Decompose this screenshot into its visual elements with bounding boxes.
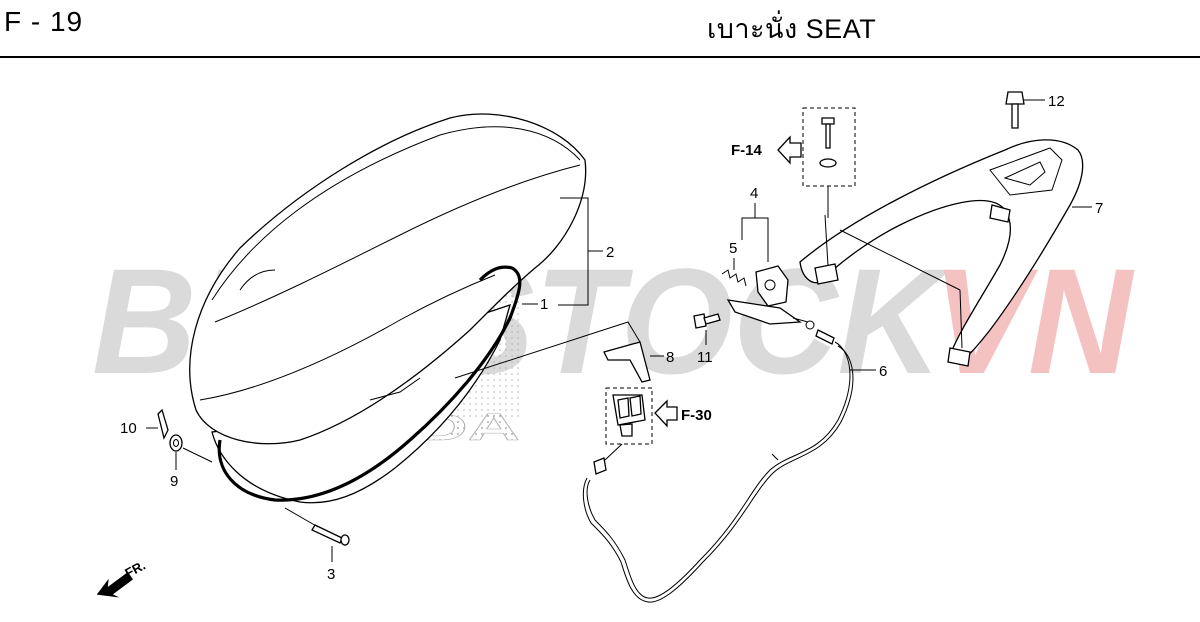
- callout-label-5: 5: [729, 240, 737, 257]
- callout-label-7: 7: [1095, 200, 1103, 217]
- callout-label-3: 3: [327, 566, 335, 583]
- page-title: เบาะนั่ง SEAT: [707, 14, 877, 44]
- ref-f14-label: F-14: [731, 142, 763, 159]
- header: F - 19 เบาะนั่ง SEAT: [0, 0, 1200, 58]
- part-12-bolt: 12: [1005, 91, 1065, 129]
- part-11-bolt: 11: [693, 313, 721, 366]
- callout-label-6: 6: [879, 363, 887, 380]
- part-6-cable: 6: [582, 320, 887, 603]
- part-4-seat-lock: 4: [726, 185, 809, 325]
- callout-2: 2: [558, 197, 614, 306]
- callout-label-8: 8: [666, 349, 674, 366]
- ref-f30: F-30: [604, 387, 712, 461]
- header-divider: [0, 56, 1200, 58]
- seat-seal: [217, 265, 522, 502]
- part-7-grab-rail: 7: [799, 139, 1103, 367]
- figure-code: F - 19: [4, 6, 84, 37]
- front-direction-arrow: FR.: [96, 558, 148, 598]
- part-5-spring: 5: [721, 240, 747, 287]
- callout-label-11: 11: [697, 349, 713, 366]
- callout-label-4: 4: [750, 185, 758, 202]
- callout-label-9: 9: [170, 473, 178, 490]
- callout-label-1: 1: [540, 296, 548, 313]
- ref-f30-label: F-30: [681, 407, 712, 424]
- callout-1: 1: [522, 296, 548, 313]
- callout-label-12: 12: [1048, 93, 1065, 110]
- part-9-washer: 9: [169, 434, 213, 490]
- callout-label-10: 10: [120, 420, 137, 437]
- part-3-pin: 3: [284, 507, 350, 583]
- seat-assembly: [189, 113, 587, 504]
- callout-label-2: 2: [606, 244, 614, 261]
- part-8-clip: 8: [454, 321, 674, 383]
- part-10-pin: 10: [120, 408, 169, 440]
- ref-f14: F-14: [731, 107, 856, 218]
